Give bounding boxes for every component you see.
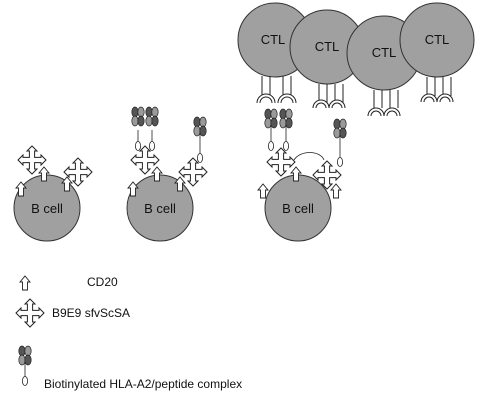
ctl-cell-4 <box>399 2 475 78</box>
tcr-receptor-icon <box>312 84 346 109</box>
legend-sfv-label: B9E9 sfvScSA <box>52 306 130 320</box>
b-cell-1-label: B cell <box>31 201 63 216</box>
hla-complex-icon <box>264 108 278 129</box>
b-cell-2 <box>126 174 194 242</box>
tcr-receptor-icon <box>256 76 297 104</box>
biotin-oval-icon <box>267 141 275 151</box>
panel-2: B cell <box>126 106 208 242</box>
hla-complex-icon <box>193 116 207 137</box>
ctl-3-label: CTL <box>372 45 397 60</box>
biotin-oval-icon <box>336 157 344 167</box>
ctl-2-label: CTL <box>315 39 340 54</box>
ctl-4-label: CTL <box>425 32 450 47</box>
legend: CD20 B9E9 sfvScSA Biotinylated HLA-A2/pe… <box>15 275 242 391</box>
cd20-arrow-icon <box>257 183 269 199</box>
b-cell-2-label: B cell <box>144 201 176 216</box>
biotin-oval-icon <box>134 141 142 151</box>
legend-biotin-label: Biotinylated HLA-A2/peptide complex <box>44 377 242 391</box>
legend-cd20-label: CD20 <box>87 275 118 289</box>
panel-1: B cell <box>13 145 93 242</box>
cd20-arrow-icon <box>19 275 31 291</box>
sfv-cross-icon <box>266 147 296 177</box>
hla-complex-icon <box>145 106 159 127</box>
tcr-receptor-icon <box>420 77 454 103</box>
tcr-receptor-icon <box>367 90 401 117</box>
b-cell-1 <box>13 174 81 242</box>
biotin-oval-icon <box>196 153 204 163</box>
biotin-oval-icon <box>148 141 156 151</box>
b-cell-3-label: B cell <box>282 201 314 216</box>
hla-complex-icon <box>279 108 293 129</box>
biotin-oval-icon <box>21 376 29 386</box>
ctl-1-label: CTL <box>261 32 286 47</box>
cd20-arrow-icon <box>330 183 342 199</box>
panel-3: CTL CTL CTL CTL B cell <box>237 2 475 242</box>
hla-complex-icon <box>333 118 347 139</box>
hla-complex-icon <box>131 106 145 127</box>
sfv-cross-icon <box>15 298 45 328</box>
biotin-oval-icon <box>282 141 290 151</box>
